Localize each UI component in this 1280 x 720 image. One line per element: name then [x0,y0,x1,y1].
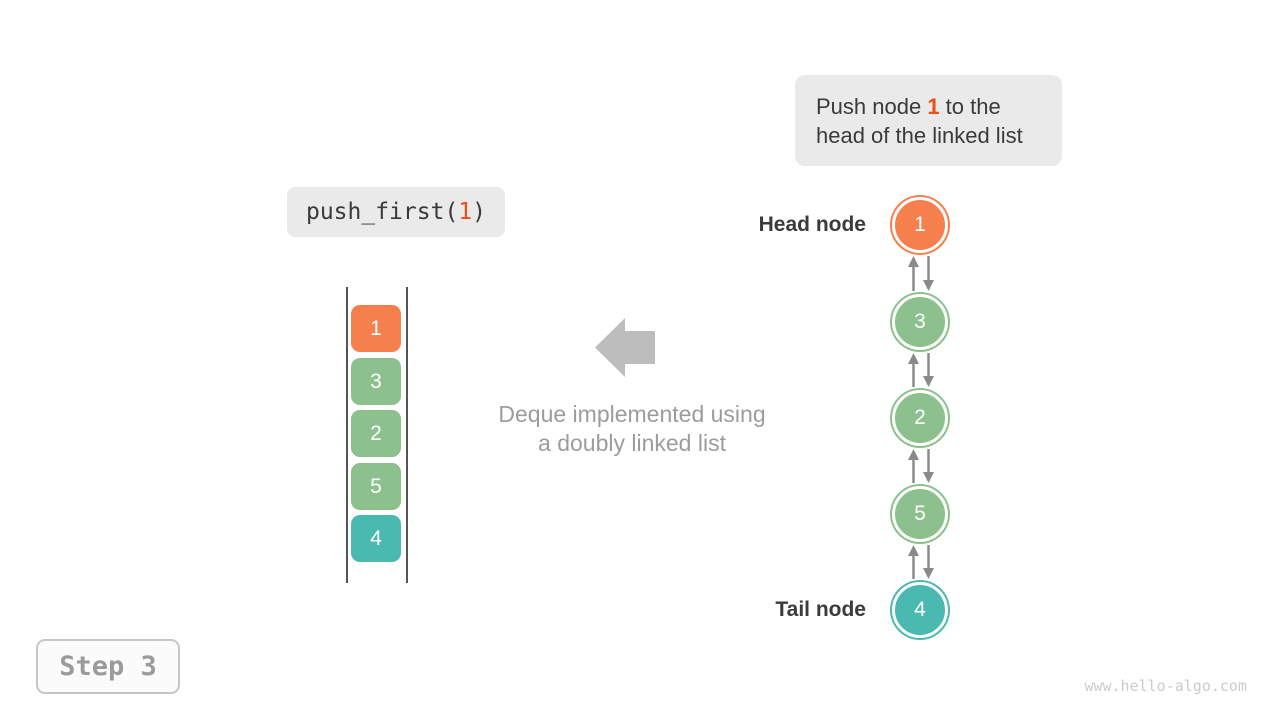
step-badge: Step 3 [36,639,180,694]
callout-highlight: 1 [927,93,940,119]
down-arrow-icon [923,545,934,579]
deque-left-rail [346,287,348,583]
callout-prefix: Push node [816,93,928,119]
list-node-value: 1 [892,197,948,253]
head-node-label: Head node [758,213,866,236]
up-arrow-icon [908,353,919,387]
list-node: 3 [890,292,950,352]
callout-suffix: to the head of the linked list [816,93,1023,148]
deque-slot-value: 2 [370,421,382,445]
operation-prefix: push_first( [305,199,459,225]
list-node-value: 4 [892,582,948,638]
operation-highlight: 1 [458,199,473,225]
down-arrow-icon [923,256,934,291]
tail-node-label: Tail node [775,598,866,621]
caption: Deque implemented using a doubly linked … [457,400,807,458]
up-arrow-icon [908,545,919,579]
watermark: www.hello-algo.com [1084,677,1247,695]
list-node: 1 [890,195,950,255]
deque-slot: 5 [351,463,401,510]
deque-slot: 4 [351,515,401,562]
caption-line2: a doubly linked list [538,430,726,456]
operation-code-box: push_first(1) [287,187,505,237]
list-node-value: 5 [892,486,948,542]
callout-text: Push node 1 to the head of the linked li… [816,92,1038,150]
deque-slot: 2 [351,410,401,457]
left-block-arrow-icon [595,318,655,377]
operation-suffix: ) [472,199,487,225]
up-arrow-icon [908,449,919,483]
deque-slot-value: 4 [370,526,382,550]
up-arrow-icon [908,256,919,291]
deque-slot: 1 [351,305,401,352]
deque-slot-value: 5 [370,474,382,498]
list-node: 5 [890,484,950,544]
callout-box: Push node 1 to the head of the linked li… [795,75,1062,166]
list-node-value: 2 [892,390,948,446]
list-node: 4 [890,580,950,640]
down-arrow-icon [923,449,934,483]
list-node: 2 [890,388,950,448]
deque-slot: 3 [351,358,401,405]
step-badge-label: Step 3 [59,651,157,682]
deque-slot-value: 1 [370,316,382,340]
deque-slot-value: 3 [370,369,382,393]
deque-right-rail [406,287,408,583]
caption-line1: Deque implemented using [498,401,766,427]
down-arrow-icon [923,353,934,387]
list-node-value: 3 [892,294,948,350]
